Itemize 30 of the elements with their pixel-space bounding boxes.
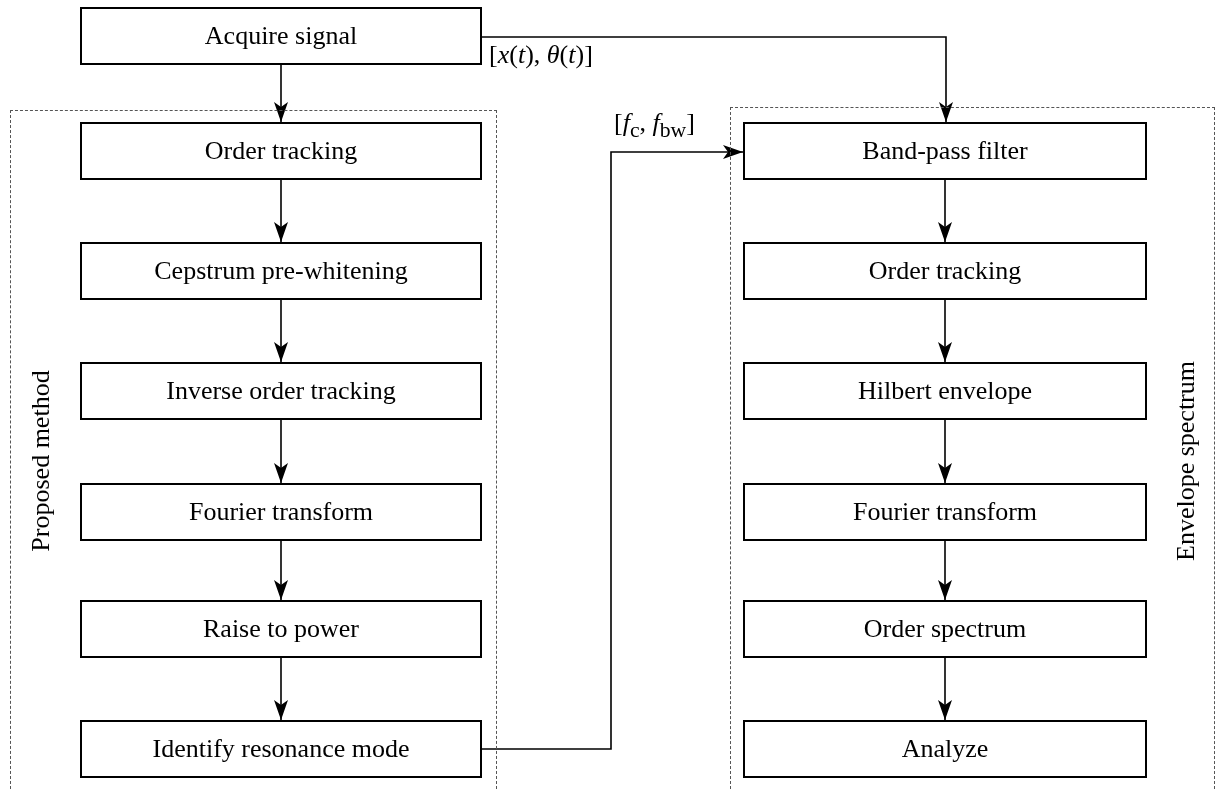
arrow — [481, 145, 744, 750]
arrow — [274, 179, 288, 243]
process-box: Band-pass filter — [743, 122, 1147, 180]
process-box: Fourier transform — [743, 483, 1147, 541]
arrow — [938, 540, 952, 601]
arrow — [274, 657, 288, 721]
process-box: Hilbert envelope — [743, 362, 1147, 420]
arrow — [274, 64, 288, 123]
process-box: Raise to power — [80, 600, 482, 658]
process-box: Order tracking — [743, 242, 1147, 300]
arrow — [274, 540, 288, 601]
arrow — [481, 36, 953, 123]
group-title: Envelope spectrum — [1171, 361, 1201, 561]
dashed-group-frame — [730, 107, 1215, 789]
arrow — [938, 657, 952, 721]
arrow — [274, 299, 288, 363]
process-box: Cepstrum pre-whitening — [80, 242, 482, 300]
arrow — [274, 419, 288, 484]
group-title: Proposed method — [26, 370, 56, 552]
arrow — [938, 299, 952, 363]
dashed-group-frame — [10, 110, 497, 789]
process-box: Acquire signal — [80, 7, 482, 65]
process-box: Identify resonance mode — [80, 720, 482, 778]
arrow — [938, 179, 952, 243]
process-box: Order tracking — [80, 122, 482, 180]
process-box: Inverse order tracking — [80, 362, 482, 420]
process-box: Analyze — [743, 720, 1147, 778]
arrow — [938, 419, 952, 484]
process-box: Order spectrum — [743, 600, 1147, 658]
process-box: Fourier transform — [80, 483, 482, 541]
